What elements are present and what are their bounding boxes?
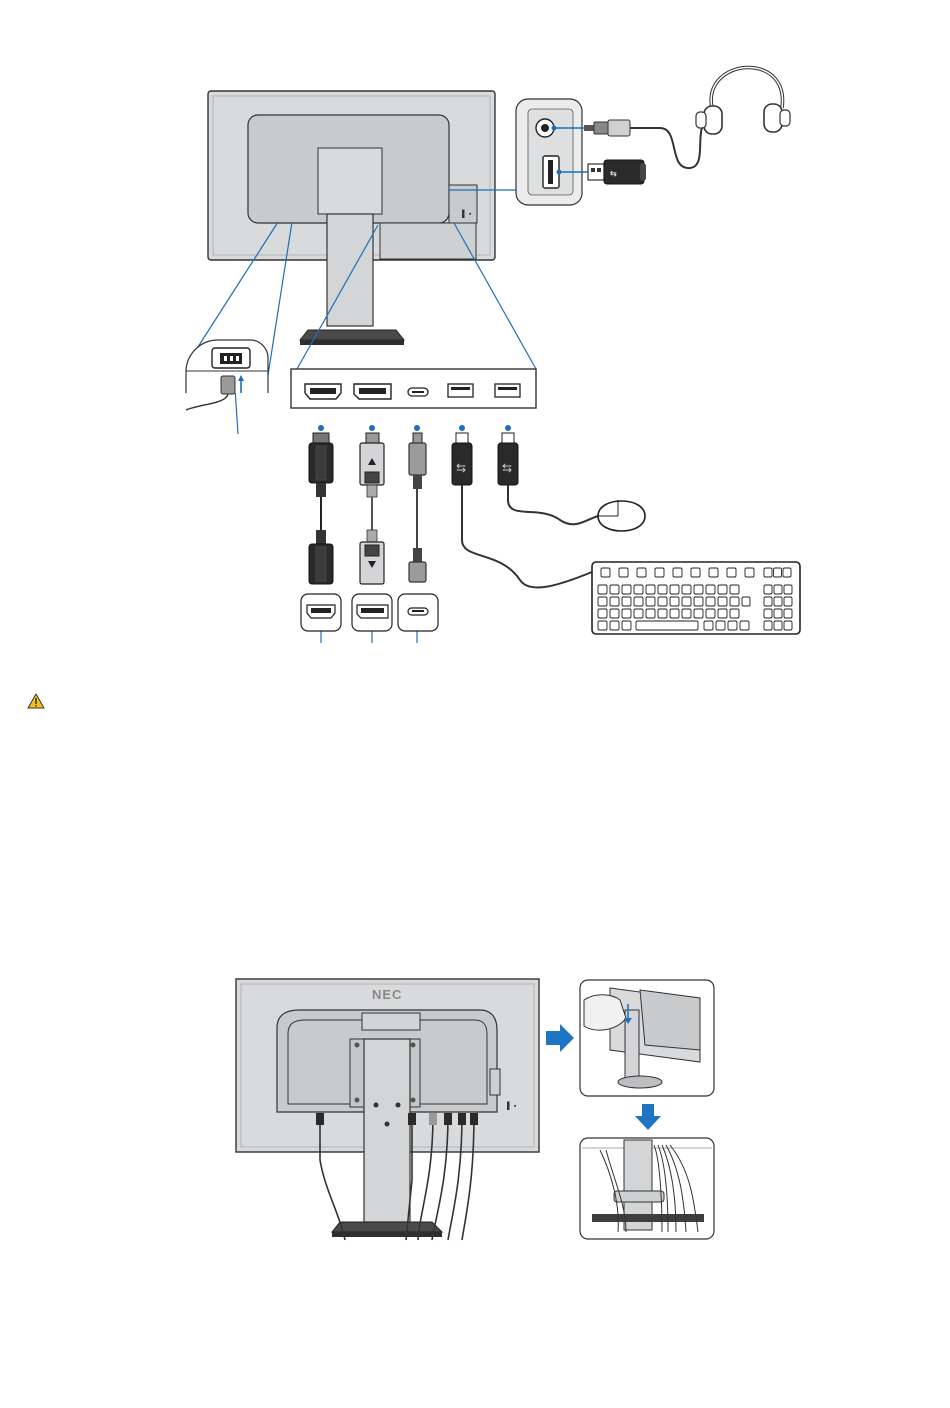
keyboard-key: [730, 597, 739, 606]
arrow-right-icon: [546, 1024, 574, 1052]
keyboard-key: [727, 568, 736, 577]
keyboard-key: [601, 568, 610, 577]
keyboard-key: [774, 585, 782, 594]
keyboard-key: [646, 609, 655, 618]
keyboard-key: [610, 585, 619, 594]
keyboard-key: [622, 597, 631, 606]
keyboard-key: [658, 585, 667, 594]
keyboard-key: [658, 609, 667, 618]
keyboard-key: [634, 609, 643, 618]
keyboard-key: [706, 585, 715, 594]
displayport-port-icon: [354, 384, 391, 399]
keyboard-icon: [592, 562, 800, 634]
keyboard-key: [764, 621, 772, 630]
power-inlet-callout: [186, 340, 268, 410]
svg-text:▌ ▪: ▌ ▪: [462, 209, 472, 219]
keyboard-key: [706, 609, 715, 618]
keyboard-key: [655, 568, 664, 577]
brand-logo: NEC: [372, 987, 402, 1002]
keyboard-key: [636, 621, 698, 630]
keyboard-key: [622, 621, 631, 630]
keyboard-key: [774, 597, 782, 606]
keyboard-key: [673, 568, 682, 577]
keyboard-key: [718, 609, 727, 618]
keyboard-key: [774, 609, 782, 618]
keyboard-key: [730, 585, 739, 594]
keyboard-key: [682, 609, 691, 618]
arrow-down-icon: [635, 1104, 661, 1130]
cable-bundle-inset: [580, 1138, 714, 1239]
keyboard-key: [742, 597, 750, 606]
keyboard-key: [610, 621, 619, 630]
usb-a-port-icon: [448, 384, 473, 397]
usb-a-cables: ⇆ ⇆: [452, 433, 598, 588]
headphones-icon: [584, 67, 790, 168]
keyboard-key: [598, 609, 607, 618]
usb-flash-drive-icon: ⇆: [588, 160, 646, 184]
mouse-icon: [598, 500, 645, 531]
svg-text:▌ ▪: ▌ ▪: [507, 1101, 517, 1111]
cable-markers: [318, 425, 511, 431]
keyboard-key: [718, 597, 727, 606]
keyboard-key: [784, 597, 792, 606]
keyboard-key: [730, 609, 739, 618]
svg-text:⇆: ⇆: [456, 461, 466, 475]
keyboard-key: [764, 568, 772, 577]
keyboard-key: [764, 597, 772, 606]
source-ports: [301, 594, 438, 631]
keyboard-key: [691, 568, 700, 577]
keyboard-key: [784, 621, 792, 630]
keyboard-key: [783, 568, 791, 577]
keyboard-key: [598, 585, 607, 594]
keyboard-key: [784, 609, 792, 618]
keyboard-key: [709, 568, 718, 577]
keyboard-key: [774, 568, 782, 577]
warning-triangle-icon: [28, 694, 44, 708]
audio-usb-callout: [516, 99, 612, 205]
monitor-rear-view: ▌ ▪: [208, 91, 495, 345]
keyboard-key: [774, 621, 782, 630]
keyboard-key: [682, 585, 691, 594]
hdmi-port-icon: [305, 384, 341, 399]
keyboard-key: [670, 585, 679, 594]
keyboard-key: [658, 597, 667, 606]
usb-a-port-icon: [495, 384, 520, 397]
keyboard-key: [704, 621, 713, 630]
keyboard-key: [637, 568, 646, 577]
cable-cover-inset: [580, 980, 714, 1096]
keyboard-key: [682, 597, 691, 606]
keyboard-key: [610, 609, 619, 618]
keyboard-key: [610, 597, 619, 606]
keyboard-key: [694, 609, 703, 618]
keyboard-key: [694, 585, 703, 594]
keyboard-key: [622, 585, 631, 594]
keyboard-key: [706, 597, 715, 606]
keyboard-key: [634, 585, 643, 594]
keyboard-key: [634, 597, 643, 606]
keyboard-key: [694, 597, 703, 606]
keyboard-key: [718, 585, 727, 594]
keyboard-key: [646, 597, 655, 606]
keyboard-key: [764, 585, 772, 594]
keyboard-key: [646, 585, 655, 594]
keyboard-key: [728, 621, 737, 630]
keyboard-key: [670, 597, 679, 606]
keyboard-key: [619, 568, 628, 577]
svg-text:⇆: ⇆: [610, 169, 617, 178]
rear-port-panel: [291, 369, 536, 408]
keyboard-key: [670, 609, 679, 618]
keyboard-key: [598, 597, 607, 606]
keyboard-key: [784, 585, 792, 594]
svg-text:⇆: ⇆: [502, 461, 512, 475]
keyboard-key: [622, 609, 631, 618]
keyboard-key: [745, 568, 754, 577]
usb-c-port-icon: [408, 388, 428, 396]
keyboard-key: [598, 621, 607, 630]
monitor-rear-cable-management: NEC ▌ ▪: [236, 979, 539, 1240]
keyboard-key: [740, 621, 749, 630]
keyboard-key: [764, 609, 772, 618]
keyboard-key: [716, 621, 725, 630]
